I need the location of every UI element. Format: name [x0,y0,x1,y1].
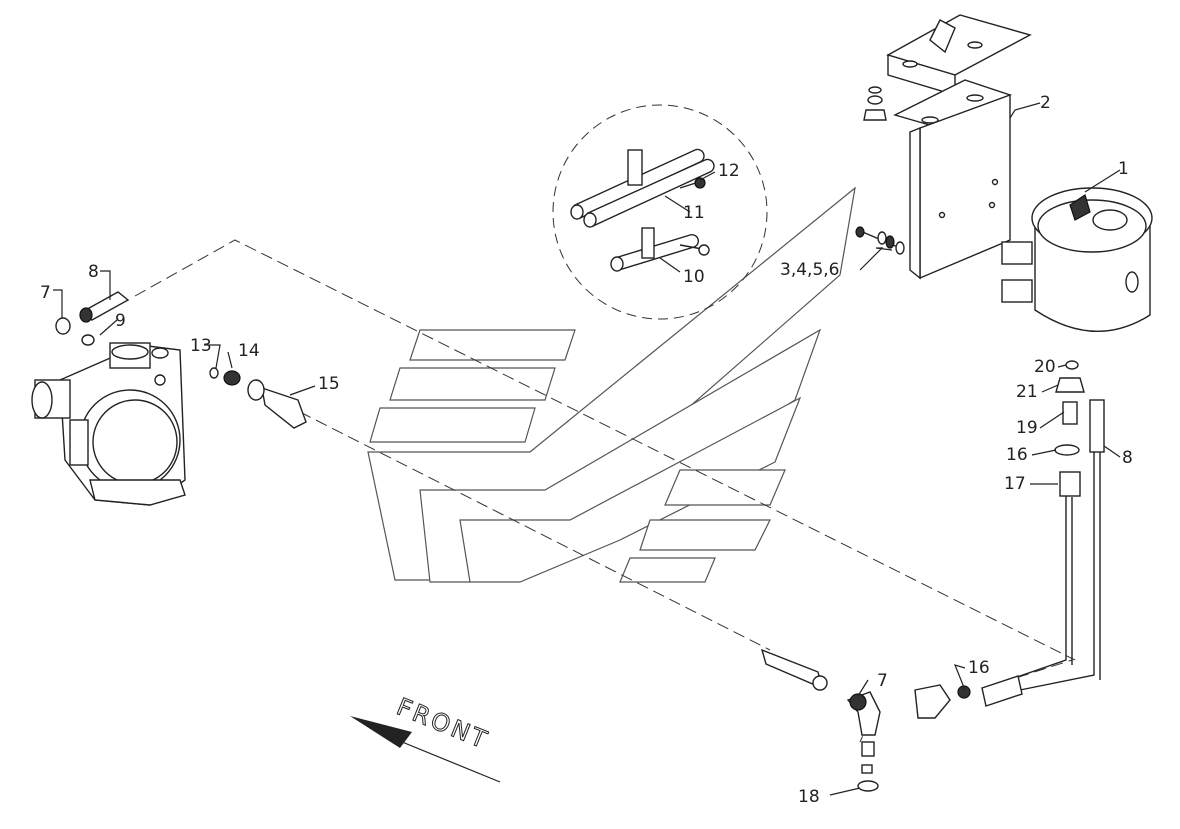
pipe-clamp-assembly [570,148,715,272]
callout-15: 15 [318,374,340,394]
callout-16-right: 16 [1006,445,1028,465]
callout-12: 12 [718,161,740,181]
front-direction-arrow: FRONT [350,692,501,783]
callout-16-bottom: 16 [968,658,990,678]
bolt-set-3-6 [855,226,905,255]
steering-gear [31,342,186,506]
callout-10: 10 [683,267,705,287]
watermark-logo [367,186,856,583]
front-label: FRONT [393,693,493,755]
fittings-upper-left [55,291,130,346]
callout-9: 9 [115,311,126,331]
callout-3-4-5-6: 3,4,5,6 [780,260,839,280]
callout-labels: 1 2 3,4,5,6 7 7 8 8 9 10 11 12 13 14 15 … [40,93,1133,807]
fittings-bottom [760,648,1023,792]
callout-8-upper: 8 [88,262,99,282]
callout-7-lower: 7 [877,671,888,691]
callout-18: 18 [798,787,820,807]
reservoir-tank [1001,187,1153,332]
bracket-nut-washers [863,86,887,121]
callout-19: 19 [1016,418,1038,438]
callout-1: 1 [1118,159,1129,179]
routing-lines [134,104,1076,743]
leader-lines [53,102,1121,796]
mounting-bracket [886,14,1032,280]
callout-21: 21 [1016,382,1038,402]
callout-14: 14 [238,341,260,361]
callout-7-upper: 7 [40,283,51,303]
callout-13: 13 [190,336,212,356]
fittings-16-21 [1054,360,1105,497]
fittings-13-15 [209,367,307,429]
callout-8-right: 8 [1122,448,1133,468]
callout-2: 2 [1040,93,1051,113]
callout-20: 20 [1034,357,1056,377]
callout-17: 17 [1004,474,1026,494]
callout-11: 11 [683,203,705,223]
pipes [999,450,1101,691]
